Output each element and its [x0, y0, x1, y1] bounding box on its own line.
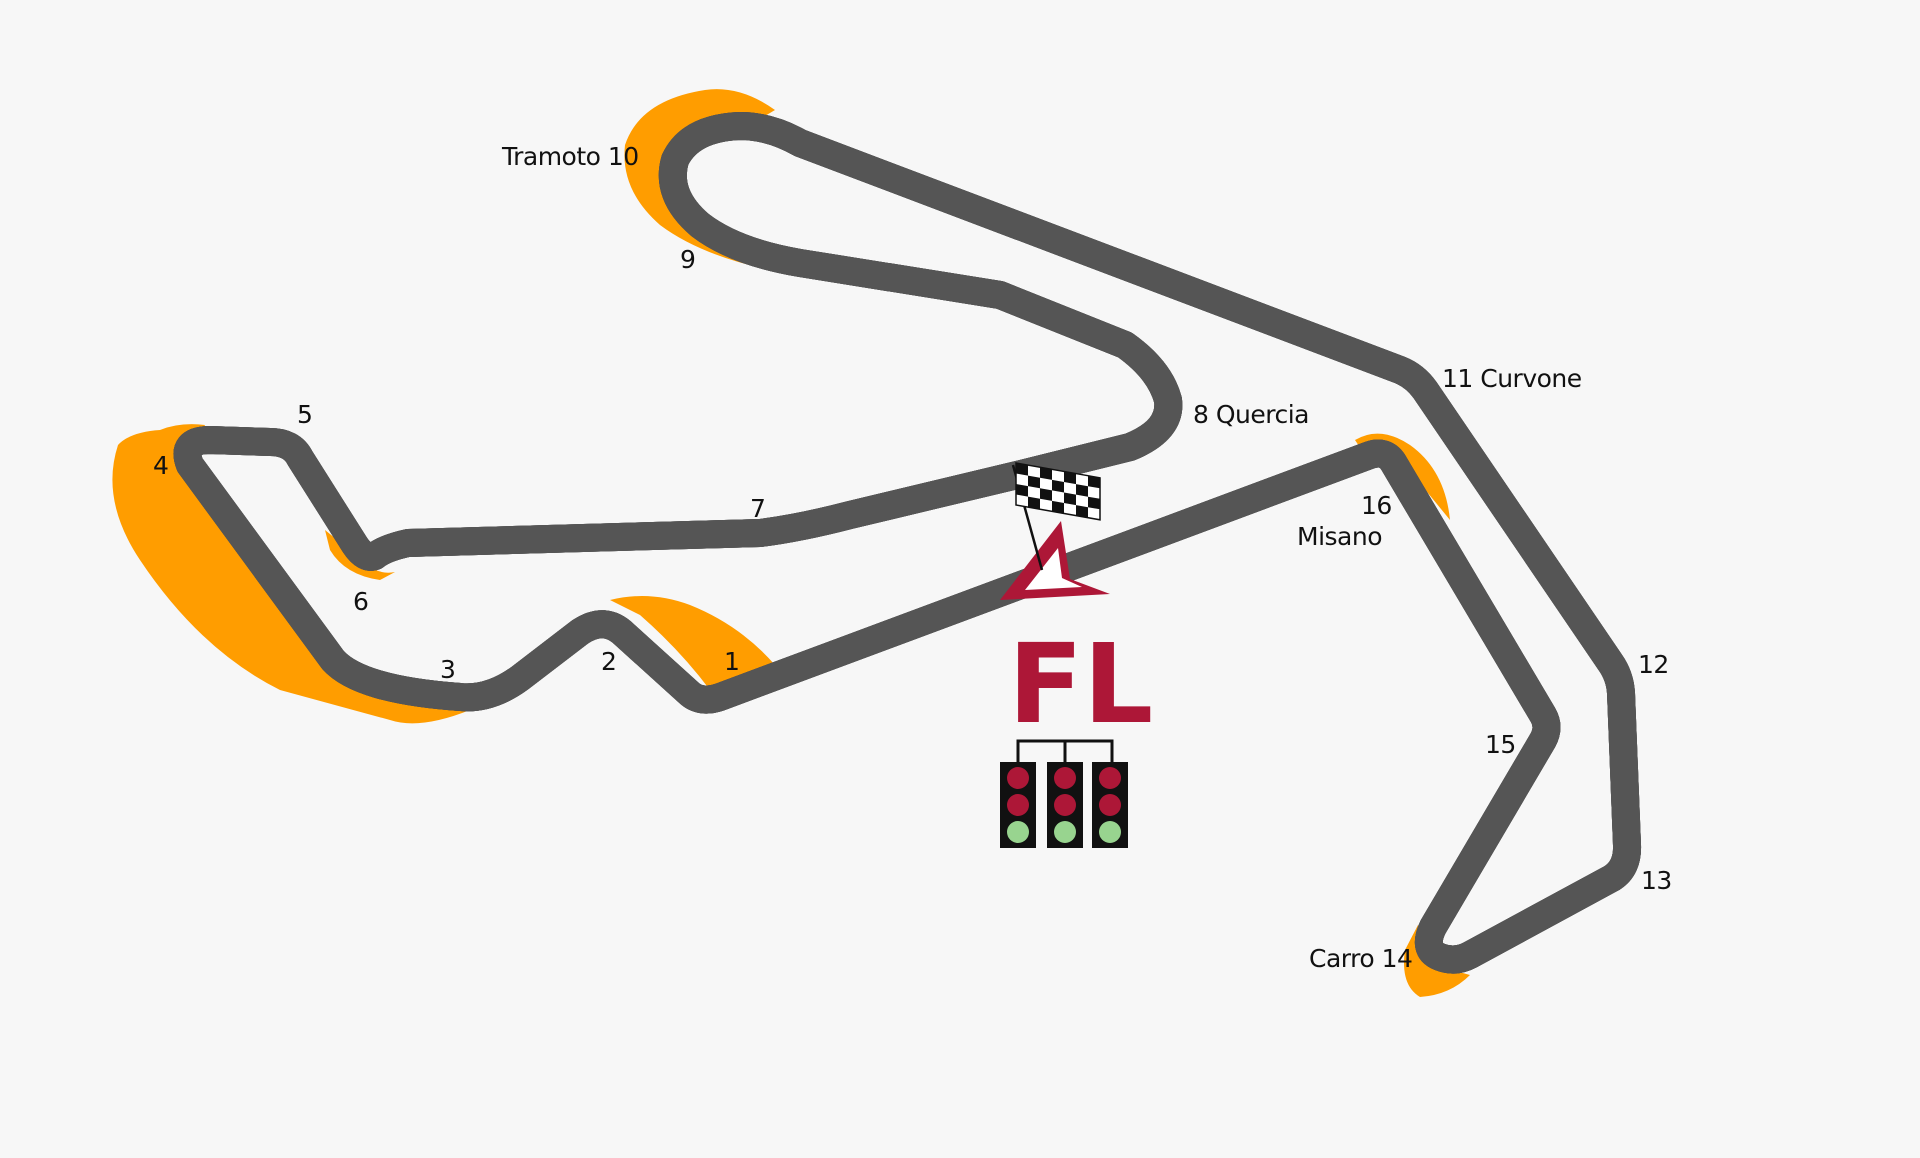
start-lights-icon: [1000, 739, 1128, 848]
fl-marker-text: FL: [1008, 620, 1153, 748]
corner-labels: 1 2 3 4 5 6 7 8 Quercia 9 Tramoto 10 11 …: [153, 142, 1672, 973]
corner-label-12: 12: [1638, 650, 1669, 679]
corner-label-4: 4: [153, 451, 168, 480]
checkered-flag-icon: [1011, 462, 1101, 571]
runoff-turn-1: [610, 596, 775, 690]
corner-label-10-tramoto: Tramoto 10: [501, 142, 639, 171]
corner-label-11-curvone: 11 Curvone: [1442, 364, 1582, 393]
corner-label-5: 5: [297, 400, 312, 429]
corner-label-16-number: 16: [1361, 491, 1392, 520]
corner-label-15: 15: [1485, 730, 1516, 759]
start-light-column-2: [1047, 762, 1083, 848]
runoff-turn-6: [325, 530, 395, 580]
corner-label-13: 13: [1641, 866, 1672, 895]
runoff-areas: [112, 89, 1470, 997]
corner-label-6: 6: [353, 587, 368, 616]
corner-label-1: 1: [724, 647, 739, 676]
corner-label-9: 9: [680, 245, 695, 274]
corner-label-16-name: Misano: [1297, 522, 1382, 551]
corner-label-14-carro: Carro 14: [1309, 944, 1412, 973]
corner-label-2: 2: [601, 647, 616, 676]
runoff-tramoto-10: [624, 89, 775, 271]
start-arrow-icon: [1000, 521, 1110, 600]
track-edge-detail: [188, 126, 1628, 960]
corner-label-8-quercia: 8 Quercia: [1193, 400, 1309, 429]
start-light-column-3: [1092, 762, 1128, 848]
corner-label-3: 3: [440, 655, 455, 684]
start-light-column-1: [1000, 762, 1036, 848]
corner-label-7: 7: [750, 494, 765, 523]
